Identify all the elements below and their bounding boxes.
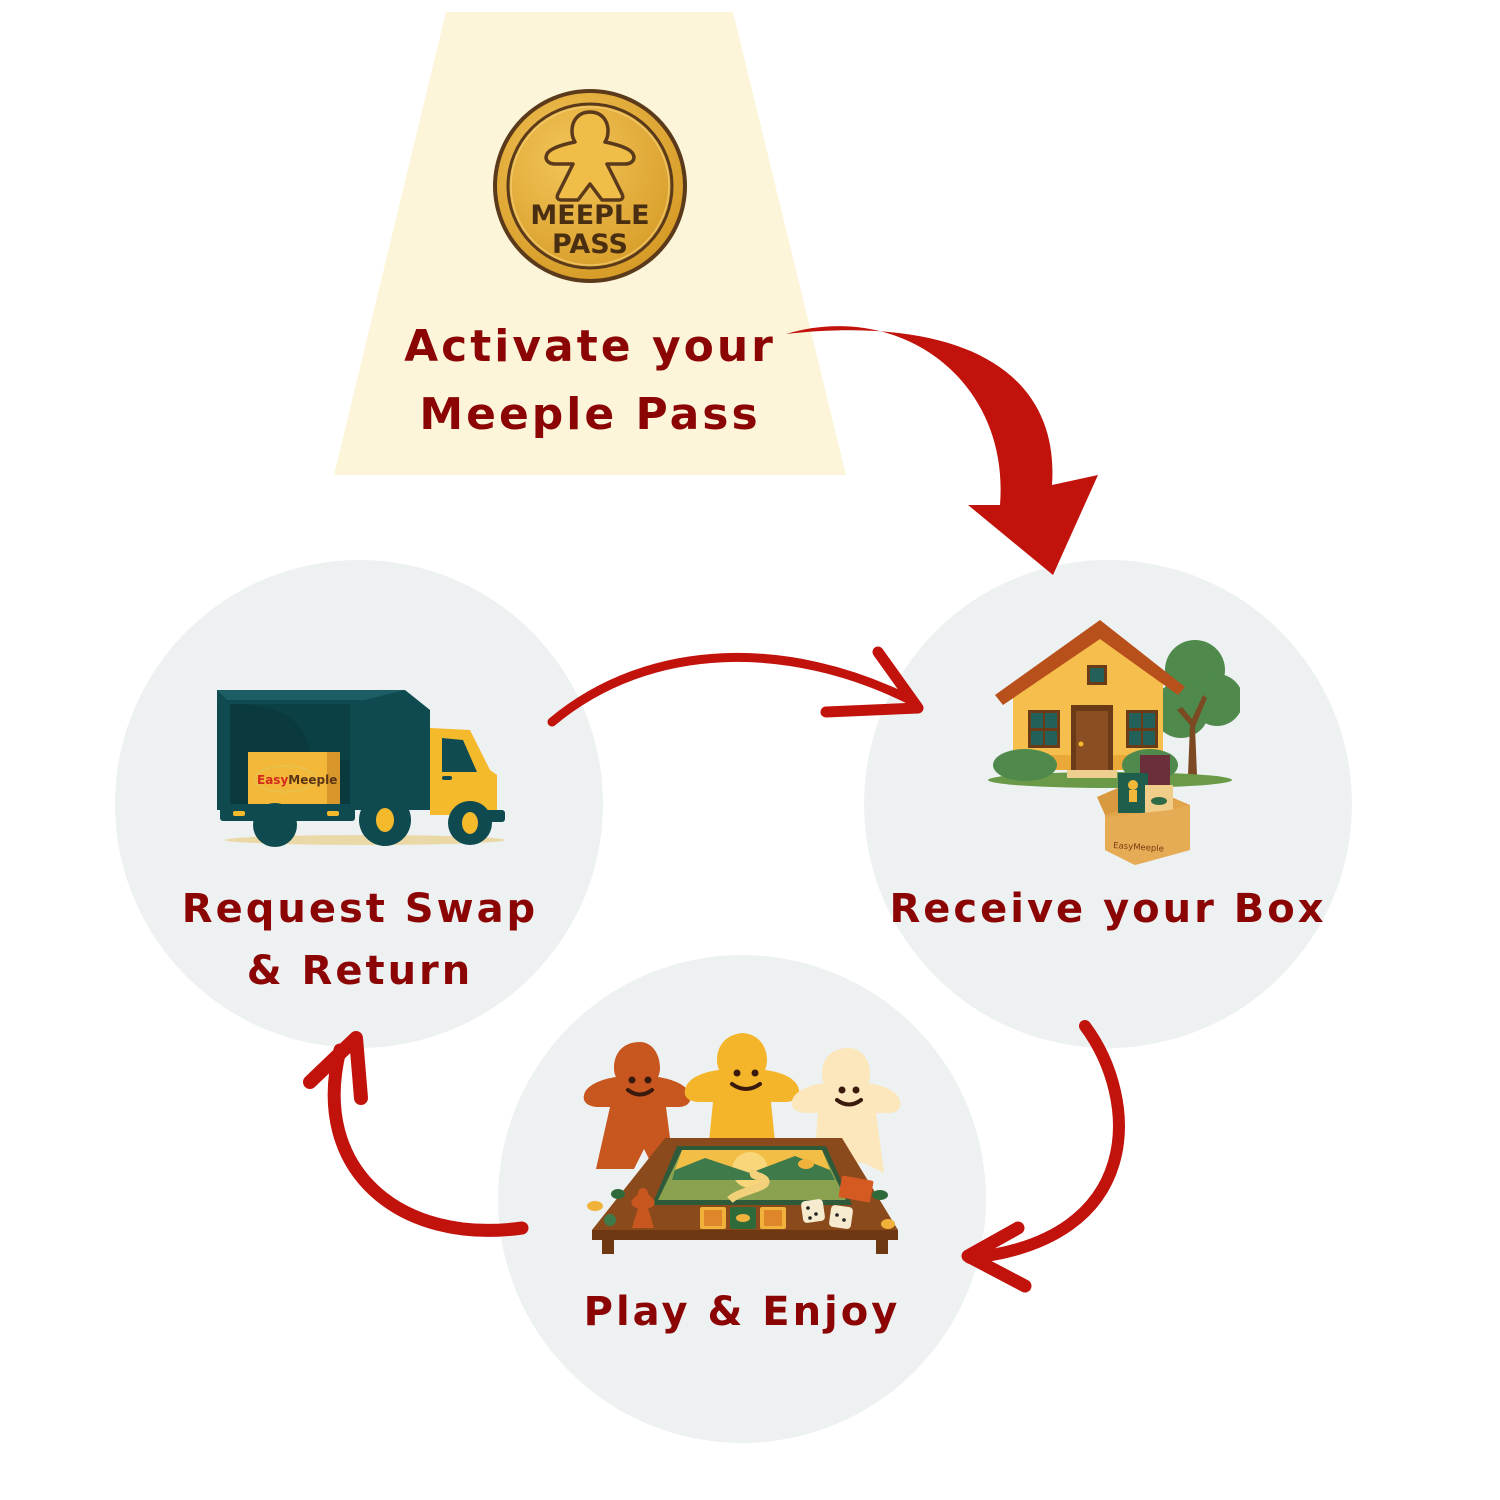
svg-text:EasyMeeple: EasyMeeple	[257, 773, 337, 787]
truck-box-brand-meeple: Meeple	[288, 773, 337, 787]
meeple-pass-coin-icon: MEEPLE PASS	[493, 89, 687, 283]
orange-meeple	[583, 1042, 691, 1169]
meeples-playing-board-game-icon	[583, 1033, 901, 1254]
coin-text-line-2: PASS	[552, 229, 628, 260]
delivery-truck-icon: EasyMeeple	[217, 690, 505, 847]
step-label-swap: Request Swap & Return	[181, 886, 539, 994]
truck-box-brand-easy: Easy	[257, 773, 288, 787]
step-label-activate: Activate your Meeple Pass	[404, 321, 776, 440]
coin-text-line-1: MEEPLE	[530, 200, 649, 231]
home-box-brand-label: EasyMeeple	[1113, 841, 1164, 855]
yellow-meeple	[684, 1033, 800, 1162]
step-label-receive: Receive your Box	[889, 886, 1327, 932]
house-with-game-box-icon: EasyMeeple	[988, 620, 1240, 865]
step-label-play: Play & Enjoy	[583, 1289, 901, 1335]
